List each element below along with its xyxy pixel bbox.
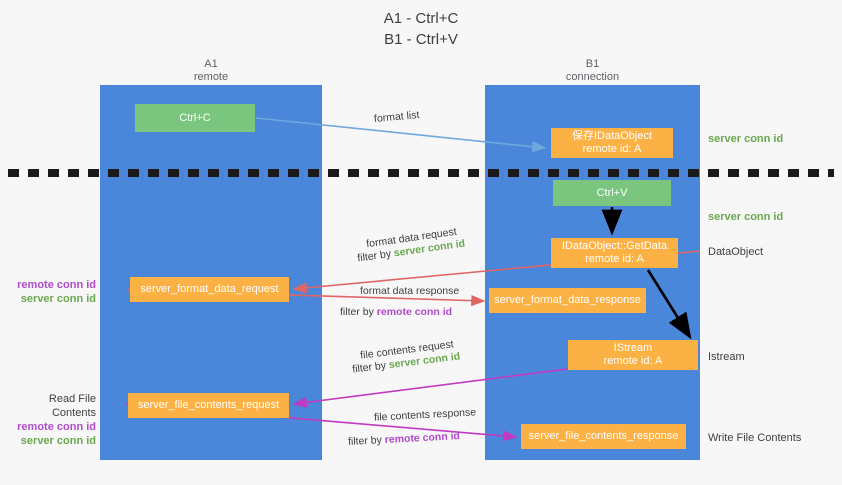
box-server-format-data-request-label: server_format_data_request [140, 283, 279, 295]
column-a1-sub: remote [193, 71, 229, 83]
column-header-b1: B1 connection [485, 58, 700, 84]
box-ctrl-c[interactable]: Ctrl+C [135, 104, 255, 132]
arrow-label-format-list: format list [373, 109, 420, 125]
column-header-a1: A1 remote [100, 58, 322, 84]
box-ctrl-v-label: Ctrl+V [596, 186, 628, 199]
column-b1-name: B1 [585, 58, 600, 70]
box-idataobject-getdata[interactable]: IDataObject::GetData remote id: A [551, 238, 678, 268]
box-save-idataobject-line2: remote id: A [582, 143, 642, 155]
box-getdata-line1: IDataObject::GetData [561, 240, 668, 252]
box-istream[interactable]: IStream remote id: A [568, 340, 698, 370]
box-server-format-data-response[interactable]: server_format_data_response [489, 288, 646, 313]
label-remote-conn-id-2: remote conn id [17, 421, 96, 433]
label-group-conn-ids-2: Read File Contents remote conn id server… [4, 392, 96, 448]
label-server-conn-id-second: server conn id [708, 211, 784, 223]
label-remote-conn-id-1: remote conn id [17, 279, 96, 291]
filter-key-remote-conn-id: remote conn id [384, 430, 461, 446]
label-group-conn-ids-1: remote conn id server conn id [8, 278, 96, 306]
filter-prefix: filter by [347, 434, 386, 448]
box-save-idataobject-line1: 保存IDataObject [571, 130, 653, 142]
box-save-idataobject[interactable]: 保存IDataObject remote id: A [551, 128, 673, 158]
label-server-conn-id-top: server conn id [708, 133, 784, 145]
column-a1-name: A1 [204, 58, 218, 70]
column-b1-sub: connection [565, 71, 620, 83]
label-read-file-contents: Read File Contents [48, 393, 96, 419]
box-istream-line1: IStream [613, 342, 653, 354]
box-server-format-data-response-label: server_format_data_response [494, 294, 641, 306]
box-server-format-data-request[interactable]: server_format_data_request [130, 277, 289, 302]
arrow-label-file-contents-response-filter: filter by remote conn id [348, 430, 461, 449]
arrow-label-format-data-response: format data response [360, 285, 460, 297]
title-line-1: A1 - Ctrl+C [383, 10, 459, 27]
label-server-conn-id-2: server conn id [20, 435, 96, 447]
box-server-file-contents-request[interactable]: server_file_contents_request [128, 393, 289, 418]
box-server-file-contents-response-label: server_file_contents_response [528, 430, 679, 442]
box-server-file-contents-response[interactable]: server_file_contents_response [521, 424, 686, 449]
label-write-file-contents: Write File Contents [708, 432, 802, 444]
label-istream: Istream [708, 351, 745, 363]
box-getdata-line2: remote id: A [585, 253, 644, 265]
filter-prefix: filter by [351, 359, 390, 376]
label-server-conn-id-1: server conn id [20, 293, 96, 305]
filter-prefix: filter by [340, 306, 377, 318]
box-ctrl-c-label: Ctrl+C [179, 111, 211, 124]
title-line-2: B1 - Ctrl+V [384, 31, 458, 48]
arrow-label-file-contents-response: file contents response [373, 406, 477, 424]
filter-key-remote-conn-id: remote conn id [376, 306, 453, 318]
box-server-file-contents-request-label: server_file_contents_request [137, 399, 280, 411]
filter-prefix: filter by [356, 247, 395, 265]
box-istream-line2: remote id: A [603, 355, 663, 367]
page-title: A1 - Ctrl+C B1 - Ctrl+V [0, 8, 842, 50]
arrow-label-format-data-response-filter: filter by remote conn id [340, 306, 452, 319]
label-dataobject: DataObject [708, 246, 764, 258]
box-ctrl-v[interactable]: Ctrl+V [553, 180, 671, 206]
